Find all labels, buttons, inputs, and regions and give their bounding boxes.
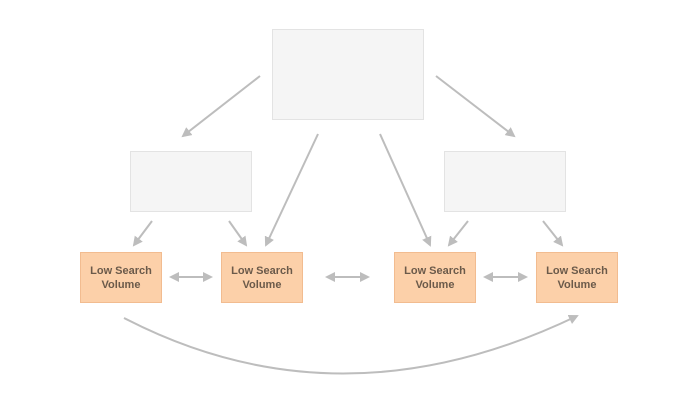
low-search-volume-box-4: Low Search Volume <box>536 252 618 303</box>
arrow-top-to-lsv-2 <box>264 133 319 247</box>
arrow-mid-left-to-lsv-2 <box>228 220 248 247</box>
top-topic-box <box>272 29 424 120</box>
low-search-volume-box-1: Low Search Volume <box>80 252 162 303</box>
low-search-volume-label-2: Low Search Volume <box>231 264 293 291</box>
arrow-top-to-lsv-3 <box>379 133 432 247</box>
mid-right-topic-box <box>444 151 566 212</box>
arrow-mid-left-to-lsv-1 <box>132 220 153 247</box>
low-search-volume-box-2: Low Search Volume <box>221 252 303 303</box>
arrow-mid-right-to-lsv-4 <box>542 220 564 247</box>
arrow-top-to-mid-right <box>435 75 516 138</box>
mid-left-topic-box <box>130 151 252 212</box>
arrow-top-to-mid-left <box>181 75 261 138</box>
arrow-mid-right-to-lsv-3 <box>447 220 469 247</box>
low-search-volume-label-4: Low Search Volume <box>546 264 608 291</box>
low-search-volume-label-3: Low Search Volume <box>404 264 466 291</box>
arrow-lsv-1-to-lsv-4-curve <box>123 314 579 375</box>
low-search-volume-box-3: Low Search Volume <box>394 252 476 303</box>
low-search-volume-label-1: Low Search Volume <box>90 264 152 291</box>
